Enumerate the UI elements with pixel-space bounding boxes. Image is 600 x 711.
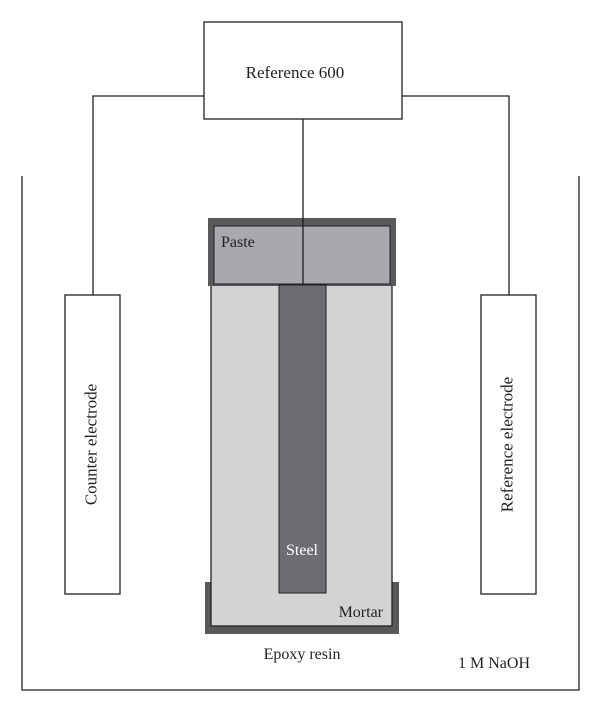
mortar-label: Mortar: [339, 604, 384, 621]
reference-electrode-wire: [402, 95, 510, 295]
epoxy-resin-label: Epoxy resin: [264, 646, 341, 663]
steel-bar: [278, 284, 327, 594]
potentiostat-box: Reference 600: [203, 21, 403, 120]
paste-label: Paste: [221, 234, 255, 251]
reference-electrode: Reference electrode: [480, 294, 537, 595]
counter-electrode-wire: [92, 95, 204, 295]
counter-electrode: Counter electrode: [64, 294, 121, 595]
steel-label: Steel: [286, 542, 319, 559]
reference-electrode-label: Reference electrode: [497, 377, 516, 512]
potentiostat-label: Reference 600: [246, 63, 345, 82]
beaker-outline: [21, 176, 580, 691]
counter-electrode-label: Counter electrode: [81, 384, 100, 505]
solution-label: 1 M NaOH: [458, 655, 530, 672]
epoxy-resin: [205, 582, 399, 634]
paste-layer: [213, 225, 391, 285]
